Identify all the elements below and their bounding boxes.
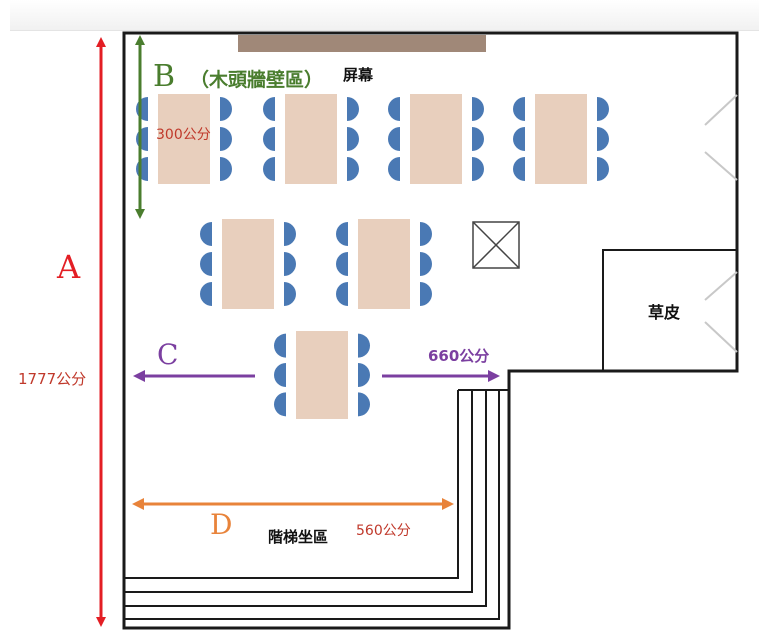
chair-icon bbox=[336, 252, 348, 276]
chair-icon bbox=[597, 97, 609, 121]
screen-bar bbox=[238, 35, 486, 52]
table-icon bbox=[358, 219, 410, 309]
chair-icon bbox=[347, 157, 359, 181]
chair-icon bbox=[597, 127, 609, 151]
chair-icon bbox=[284, 282, 296, 306]
chair-icon bbox=[274, 333, 286, 358]
chair-icon bbox=[263, 157, 275, 181]
grass-label: 草皮 bbox=[648, 303, 680, 322]
label-b-note: （木頭牆壁區） bbox=[190, 68, 323, 91]
chair-icon bbox=[347, 97, 359, 121]
chair-icon bbox=[263, 127, 275, 151]
label-d: D bbox=[210, 508, 232, 541]
pillar-icon bbox=[472, 221, 520, 269]
door-swing-icon bbox=[704, 94, 738, 353]
chair-icon bbox=[220, 97, 232, 121]
table-icon bbox=[222, 219, 274, 309]
table-icon bbox=[535, 94, 587, 184]
chair-icon bbox=[513, 127, 525, 151]
dimension-a-text: 1777公分 bbox=[18, 370, 86, 388]
chair-icon bbox=[274, 392, 286, 417]
chair-icon bbox=[358, 392, 370, 417]
table-icon bbox=[410, 94, 462, 184]
grass-room bbox=[602, 249, 738, 372]
steps-label: 階梯坐區 bbox=[268, 528, 328, 546]
chair-icon bbox=[513, 157, 525, 181]
chair-icon bbox=[420, 252, 432, 276]
furniture-group bbox=[136, 94, 609, 419]
chair-icon bbox=[336, 222, 348, 246]
label-b: B bbox=[153, 59, 175, 94]
stair-tiers bbox=[124, 389, 509, 620]
chair-icon bbox=[284, 252, 296, 276]
chair-icon bbox=[136, 127, 148, 151]
chair-icon bbox=[472, 127, 484, 151]
dimension-c-text: 660公分 bbox=[428, 347, 489, 365]
dimension-b-text: 300公分 bbox=[156, 127, 211, 143]
chair-icon bbox=[274, 363, 286, 387]
chair-icon bbox=[472, 97, 484, 121]
chair-icon bbox=[472, 157, 484, 181]
screen-label: 屏幕 bbox=[343, 66, 374, 84]
chair-icon bbox=[200, 252, 212, 276]
dimension-d-text: 560公分 bbox=[356, 523, 411, 539]
chair-icon bbox=[347, 127, 359, 151]
chair-icon bbox=[220, 157, 232, 181]
chair-icon bbox=[388, 127, 400, 151]
chair-icon bbox=[358, 363, 370, 387]
chair-icon bbox=[136, 97, 148, 121]
chair-icon bbox=[388, 157, 400, 181]
chair-icon bbox=[200, 282, 212, 306]
label-c: C bbox=[157, 338, 178, 371]
label-a: A bbox=[56, 248, 81, 286]
chair-icon bbox=[200, 222, 212, 246]
chair-icon bbox=[597, 157, 609, 181]
chair-icon bbox=[513, 97, 525, 121]
chair-icon bbox=[136, 157, 148, 181]
table-icon bbox=[158, 94, 210, 184]
top-bar bbox=[10, 0, 759, 31]
chair-icon bbox=[263, 97, 275, 121]
chair-icon bbox=[420, 282, 432, 306]
chair-icon bbox=[388, 97, 400, 121]
chair-icon bbox=[220, 127, 232, 151]
chair-icon bbox=[420, 222, 432, 246]
chair-icon bbox=[358, 333, 370, 358]
chair-icon bbox=[284, 222, 296, 246]
table-icon bbox=[296, 331, 348, 419]
chair-icon bbox=[336, 282, 348, 306]
table-icon bbox=[285, 94, 337, 184]
room-outline bbox=[122, 31, 739, 630]
